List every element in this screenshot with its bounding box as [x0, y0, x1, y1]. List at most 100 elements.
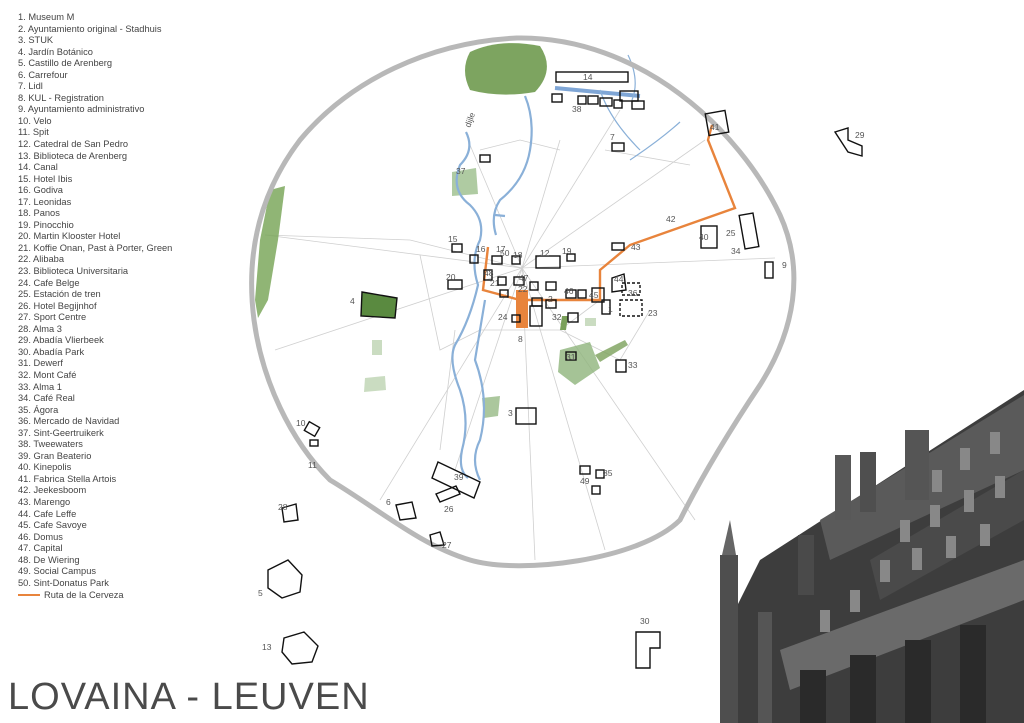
park-area-icon: [465, 43, 547, 95]
map-marker-label: 27: [442, 540, 452, 550]
legend-item: 4. Jardín Botánico: [18, 46, 93, 57]
map-marker-label: 11: [308, 460, 317, 470]
map-marker-label: 9: [782, 260, 787, 270]
map-marker-label: 44: [614, 274, 624, 284]
canal: [554, 54, 681, 161]
map-marker-label: 43: [631, 242, 641, 252]
map-marker-label: 13: [262, 642, 272, 652]
map-marker-label: 19: [562, 246, 572, 256]
legend-item: 9. Ayuntamiento administrativo: [18, 104, 145, 115]
legend-item: 5. Castillo de Arenberg: [18, 58, 113, 69]
legend-item: 32. Mont Café: [18, 369, 77, 380]
page-title: LOVAINA - LEUVEN: [8, 676, 370, 718]
legend-item: 37. Sint-Geertruikerk: [18, 427, 104, 438]
park-area-icon: [558, 342, 600, 385]
legend-item: 2. Ayuntamiento original - Stadhuis: [18, 23, 162, 34]
map-marker-label: 8: [518, 334, 523, 344]
building-outline-icon: [267, 71, 863, 669]
map-marker-label: 6: [386, 497, 391, 507]
map-marker-label: 33: [628, 360, 638, 370]
map-marker-label: 20: [446, 272, 456, 282]
legend-item: 20. Martin Klooster Hotel: [18, 231, 121, 242]
map-marker-label: 12: [540, 248, 550, 258]
legend-item: 11. Spit: [18, 127, 49, 138]
map-marker-label: 38: [572, 104, 582, 114]
legend-route-entry: Ruta de la Cerveza: [18, 590, 248, 600]
legend-item: 15. Hotel Ibis: [18, 173, 73, 184]
map-marker-label: 5: [258, 588, 263, 598]
map-marker-label: 37: [456, 166, 466, 176]
legend-item: 27. Sport Centre: [18, 312, 87, 323]
legend-item: 42. Jeekesboom: [18, 485, 87, 496]
gothic-facade-image: [720, 390, 1024, 723]
map-marker-label: 39: [454, 472, 464, 482]
legend-item: 8. KUL - Registration: [18, 92, 104, 103]
map-marker-label: 2: [548, 294, 553, 304]
streets: [264, 109, 776, 561]
legend-item: 35. Ágora: [18, 404, 59, 415]
legend-item: 25. Estación de tren: [18, 289, 101, 300]
route-swatch-icon: [18, 594, 40, 597]
legend-item: 49. Social Campus: [18, 566, 97, 577]
map-marker-label: 29: [855, 130, 865, 140]
legend-item: 18. Panos: [18, 208, 60, 219]
map-marker-label: 49: [580, 476, 590, 486]
map-marker-label: 32: [552, 312, 562, 322]
legend-item: 38. Tweewaters: [18, 439, 83, 450]
map-marker-label: 36: [628, 288, 638, 298]
river-label: dijle: [462, 111, 477, 129]
map-marker-label: 17: [496, 244, 506, 254]
map-marker-label: 14: [583, 72, 593, 82]
map-marker-label: 30: [640, 616, 650, 626]
map-marker-label: 41: [710, 122, 720, 132]
legend-item: 41. Fabrica Stella Artois: [18, 473, 117, 484]
map-marker-label: 26: [444, 504, 454, 514]
map-marker-label: 4: [350, 296, 355, 306]
map-marker-label: 24: [498, 312, 508, 322]
legend-item: 40. Kinepolis: [18, 462, 72, 473]
legend-item: 30. Abadía Park: [18, 346, 85, 357]
legend-item: 29. Abadía Vlierbeek: [18, 335, 104, 346]
legend-item: 43. Marengo: [18, 496, 71, 507]
legend-item: 6. Carrefour: [18, 69, 68, 80]
legend-route-label: Ruta de la Cerveza: [44, 590, 124, 601]
legend-item: 12. Catedral de San Pedro: [18, 139, 129, 150]
map-marker-label: 22: [518, 284, 528, 294]
map-marker-label: 7: [610, 132, 615, 142]
legend-item: 28. Alma 3: [18, 323, 62, 334]
legend-item: 45. Cafe Savoye: [18, 520, 87, 531]
map-marker-label: 23: [648, 308, 658, 318]
map-marker-label: 16: [476, 244, 486, 254]
legend-item: 24. Cafe Belge: [18, 277, 80, 288]
legend-item: 31. Dewerf: [18, 358, 63, 369]
kul-registration-building: [516, 290, 528, 328]
map-marker-label: 50: [500, 248, 510, 258]
legend-item: 7. Lidl: [18, 81, 43, 92]
map-marker-label: 35: [603, 468, 613, 478]
map-marker-label: 42: [666, 214, 676, 224]
park-area-icon: [255, 186, 285, 318]
map-marker-label: 28: [278, 502, 288, 512]
map-marker-label: 47: [519, 273, 529, 283]
legend-item: 26. Hotel Begijnhof: [18, 300, 97, 311]
map-marker-label: 10: [296, 418, 306, 428]
legend-item: 14. Canal: [18, 162, 58, 173]
legend-item: 23. Biblioteca Universitaria: [18, 266, 129, 277]
route-line-icon: [481, 124, 737, 302]
park-area-icon: [360, 291, 398, 319]
map-marker-label: 34: [731, 246, 741, 256]
legend-item: 1. Museum M: [18, 12, 75, 22]
map-marker-label: 48: [484, 268, 494, 278]
legend-item: 36. Mercado de Navidad: [18, 416, 120, 427]
map-marker-label: 15: [448, 234, 458, 244]
map-marker-label: 25: [726, 228, 736, 238]
legend-item: 44. Cafe Leffe: [18, 508, 77, 519]
legend-item: 21. Koffie Onan, Past à Porter, Green: [18, 242, 173, 253]
map-marker-label: 3: [508, 408, 513, 418]
legend-item: 19. Pinocchio: [18, 219, 74, 230]
legend-item: 39. Gran Beaterio: [18, 450, 92, 461]
